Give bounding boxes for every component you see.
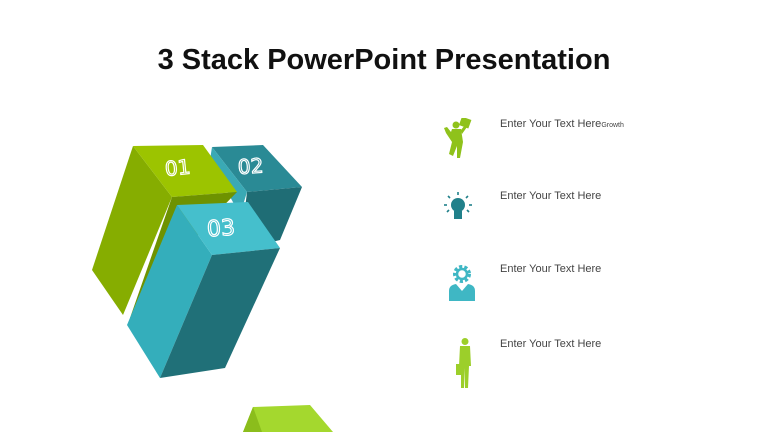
item-text: Enter Your Text Here	[500, 263, 602, 275]
stack-label-03: 03	[206, 216, 236, 243]
stack-label-01: 01	[164, 155, 192, 182]
businessman-briefcase-icon	[456, 338, 471, 388]
slide-title: 3 Stack PowerPoint Presentation	[157, 44, 611, 76]
gear-head-person-icon	[449, 265, 475, 301]
list-item-1: Enter Your Text HereGrowth	[440, 118, 740, 178]
lightbulb-icon	[444, 192, 472, 219]
list-item-2: Enter Your Text Here	[440, 190, 740, 250]
item-text: Enter Your Text Here	[500, 338, 602, 350]
stack-03: 03	[127, 202, 280, 378]
list-item-3: Enter Your Text Here	[440, 263, 740, 323]
item-text: Enter Your Text Here	[500, 190, 602, 202]
stack-label-02: 02	[237, 153, 264, 179]
item-suffix: Growth	[601, 122, 624, 129]
businessman-celebrating-icon	[444, 118, 472, 158]
item-text: Enter Your Text Here	[500, 118, 602, 130]
list-item-4: Enter Your Text Here	[440, 338, 740, 398]
stack-04-partial	[243, 405, 333, 432]
